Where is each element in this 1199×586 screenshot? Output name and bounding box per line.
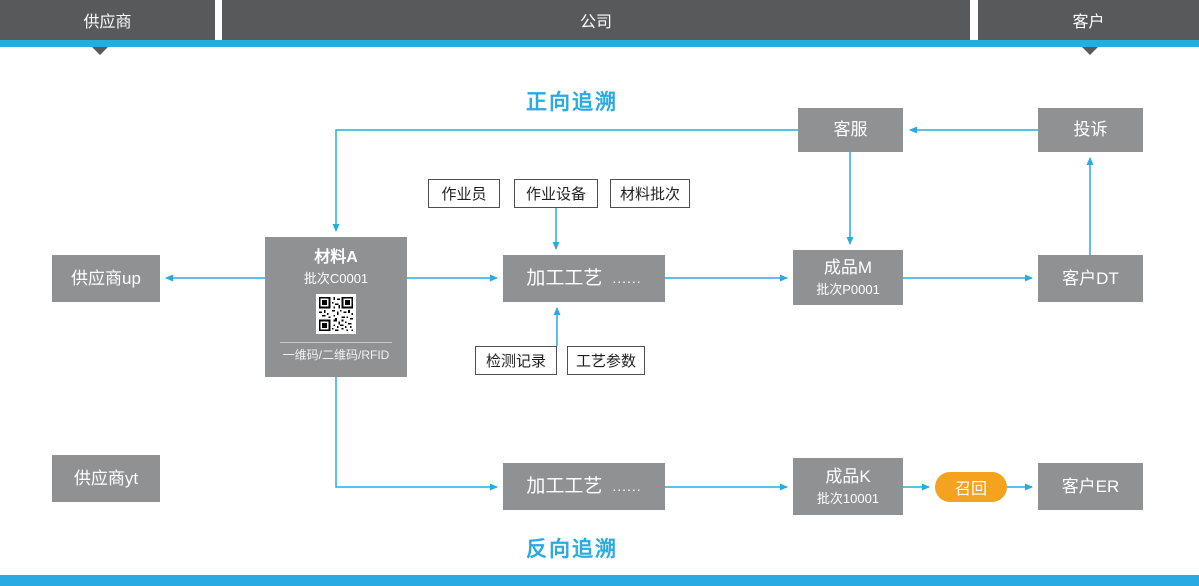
node-process-top: 加工工艺 ...... [503, 255, 665, 302]
node-product-m-title: 成品M [823, 258, 873, 278]
node-process-bottom-dots: ...... [612, 477, 642, 494]
tag-operator: 作业员 [428, 179, 500, 208]
node-product-m: 成品M 批次P0001 [793, 250, 903, 305]
recall-badge: 召回 [935, 472, 1007, 502]
arrow-material-to-process-bottom [335, 377, 498, 491]
node-supplier-yt: 供应商yt [52, 455, 160, 502]
lane-header-company: 公司 [222, 0, 970, 40]
node-complaint: 投诉 [1038, 108, 1143, 152]
lane-header-customer: 客户 [978, 0, 1199, 40]
material-box-divider [280, 342, 392, 344]
node-product-k: 成品K 批次10001 [793, 458, 903, 515]
node-supplier-up-label: 供应商up [71, 268, 141, 288]
node-material-a-batch: 批次C0001 [303, 271, 369, 286]
node-process-bottom-label: 加工工艺 [526, 475, 603, 497]
node-customer-er: 客户ER [1038, 463, 1143, 510]
node-process-bottom: 加工工艺 ...... [503, 463, 665, 510]
node-supplier-yt-label: 供应商yt [73, 468, 139, 488]
node-product-m-batch: 批次P0001 [816, 281, 880, 297]
qr-code-icon [316, 294, 356, 335]
node-customer-service: 客服 [798, 108, 903, 152]
node-customer-er-label: 客户ER [1061, 476, 1120, 496]
top-accent-bar [0, 40, 1199, 47]
tag-equipment: 作业设备 [514, 179, 598, 208]
node-customer-dt: 客户DT [1038, 255, 1143, 302]
node-complaint-label: 投诉 [1073, 120, 1108, 140]
node-product-k-title: 成品K [825, 467, 871, 487]
node-customer-service-label: 客服 [833, 120, 868, 140]
tag-inspection-record: 检测记录 [475, 346, 557, 375]
supplier-pointer-triangle-icon [92, 47, 108, 55]
lane-header-supplier-label: 供应商 [83, 14, 132, 31]
lane-header-supplier: 供应商 [0, 0, 215, 40]
bottom-accent-bar [0, 575, 1199, 586]
node-material-a-title: 材料A [314, 249, 358, 266]
node-customer-dt-label: 客户DT [1062, 268, 1119, 288]
node-process-top-dots: ...... [612, 269, 642, 286]
node-material-a-code-caption: 一维码/二维码/RFID [282, 348, 390, 363]
backward-trace-title: 反向追溯 [526, 538, 618, 561]
forward-trace-title: 正向追溯 [526, 91, 618, 114]
tag-material-batch: 材料批次 [610, 179, 690, 208]
node-supplier-up: 供应商up [52, 255, 160, 302]
lane-header-customer-label: 客户 [1072, 14, 1105, 31]
node-product-k-batch: 批次10001 [816, 490, 880, 506]
customer-pointer-triangle-icon [1082, 47, 1098, 55]
recall-badge-label: 召回 [954, 481, 987, 498]
tag-process-params: 工艺参数 [567, 346, 645, 375]
node-material-a: 材料A 批次C0001 [265, 237, 407, 377]
lane-header-company-label: 公司 [579, 14, 612, 31]
node-process-top-label: 加工工艺 [526, 267, 603, 289]
